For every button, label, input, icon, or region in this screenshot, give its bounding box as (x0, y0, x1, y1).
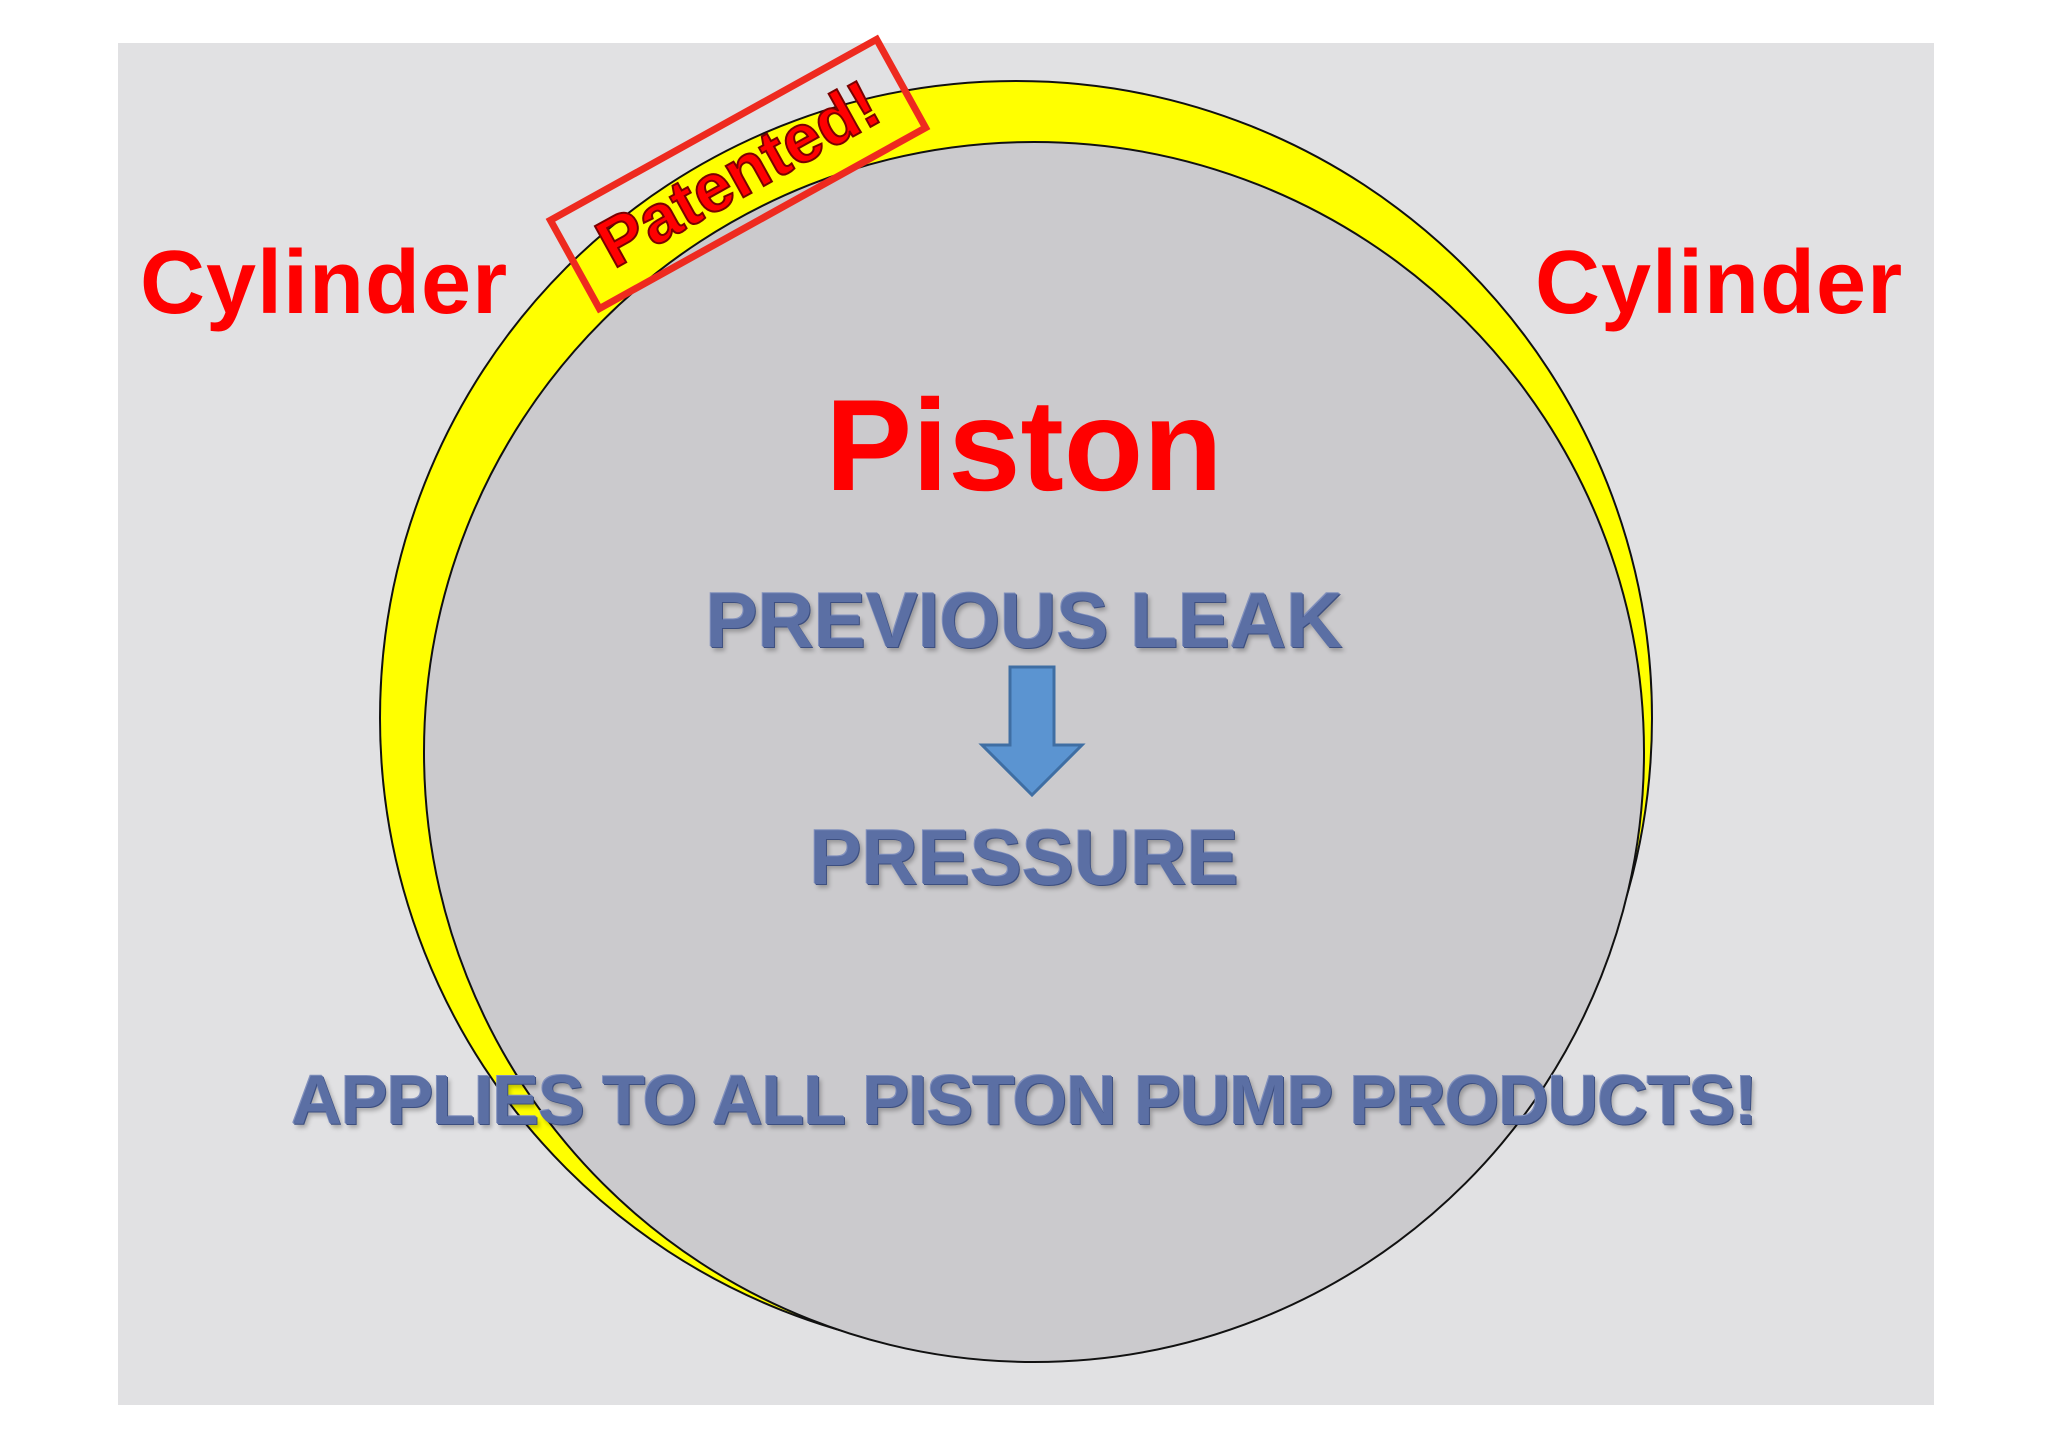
previous-leak-label: PREVIOUS LEAK (705, 576, 1343, 664)
pressure-label: PRESSURE (809, 813, 1239, 901)
cylinder-right-label: Cylinder (1535, 233, 1904, 333)
applies-label: APPLIES TO ALL PISTON PUMP PRODUCTS! (291, 1061, 1757, 1139)
arrow-down-icon (978, 665, 1086, 798)
cylinder-left-label: Cylinder (140, 233, 509, 333)
piston-label: Piston (825, 372, 1223, 518)
